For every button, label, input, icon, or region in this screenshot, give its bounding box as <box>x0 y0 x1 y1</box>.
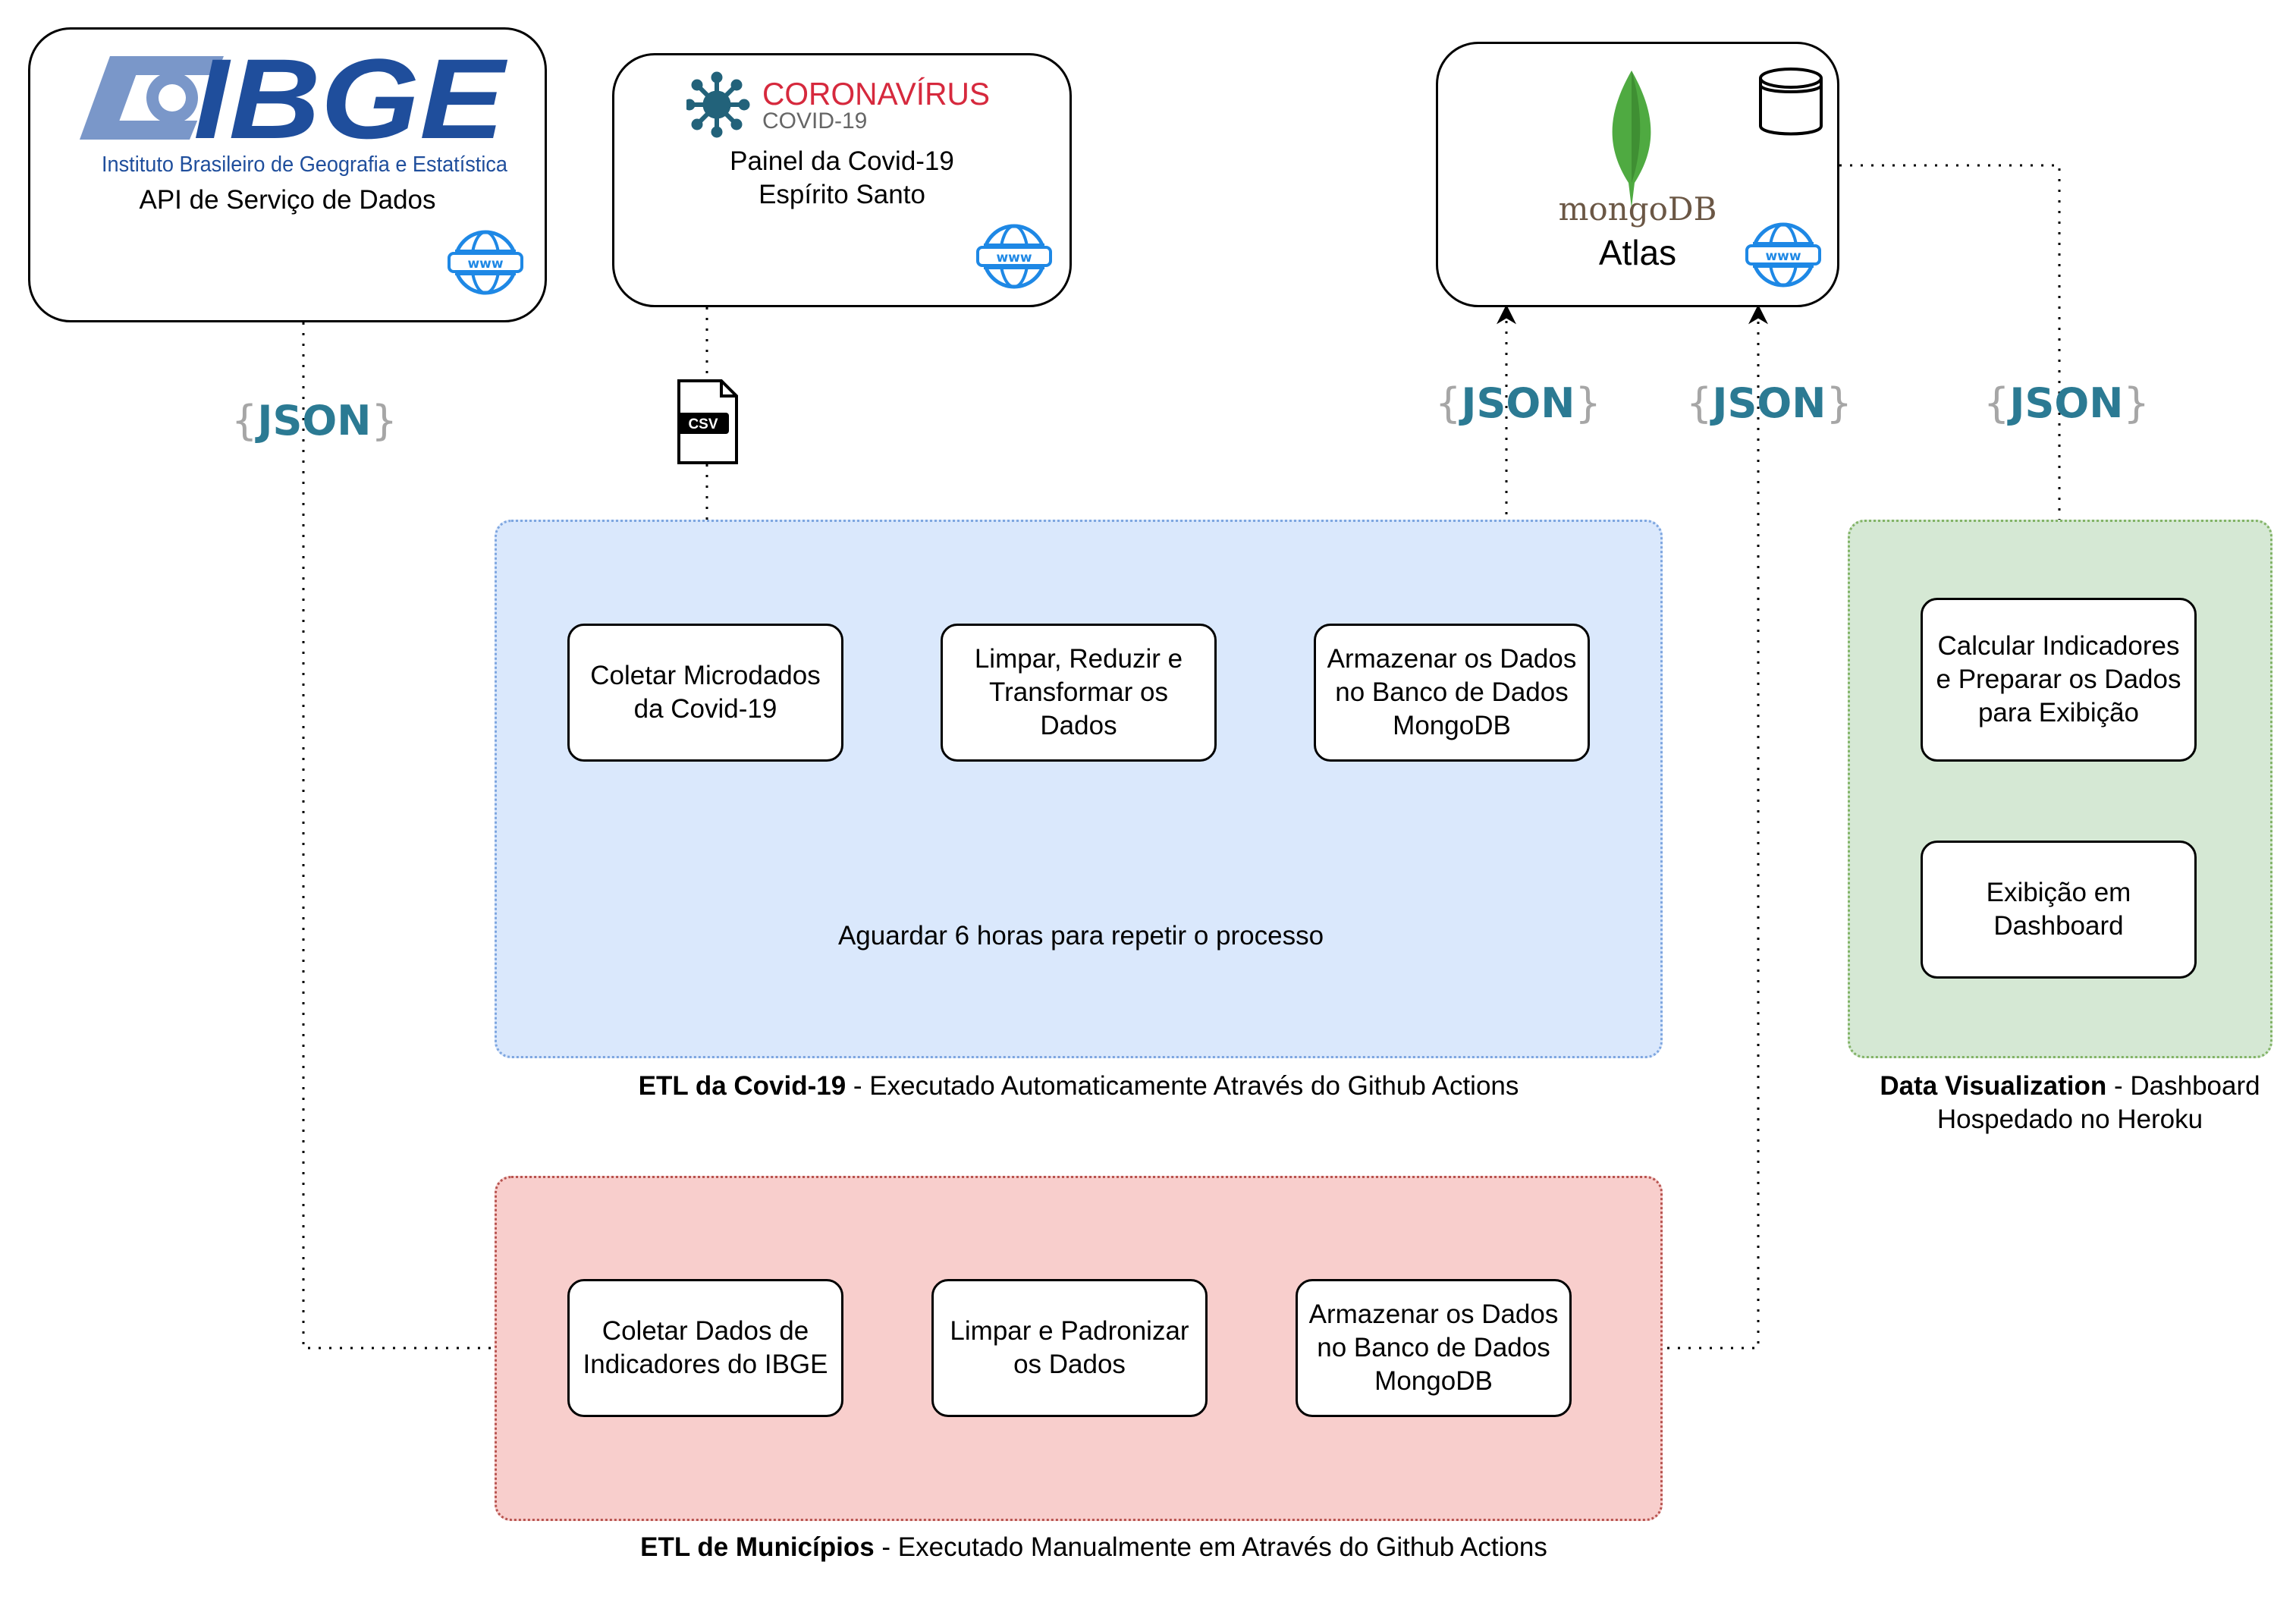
csv-file-icon: CSV <box>677 379 738 464</box>
json-label-municipios-store: {JSON} <box>1686 379 1852 427</box>
etl-covid-region <box>495 520 1663 1058</box>
json-label-dataviz: {JSON} <box>1983 379 2150 427</box>
json-label-covid-store: {JSON} <box>1435 379 1601 427</box>
mongodb-leaf-icon <box>1612 71 1651 208</box>
svg-text:Instituto Brasileiro de Geogra: Instituto Brasileiro de Geografia e Esta… <box>102 152 508 177</box>
www-globe-icon: www <box>976 224 1052 289</box>
covid-step-collect: Coletar Microdados da Covid-19 <box>567 624 843 762</box>
covid-panel-source-card: CORONAVÍRUS COVID-19 Painel da Covid-19 … <box>612 53 1072 307</box>
municipios-step-collect: Coletar Dados de Indicadores do IBGE <box>567 1279 843 1417</box>
municipios-step-store: Armazenar os Dados no Banco de Dados Mon… <box>1296 1279 1572 1417</box>
covid-panel-label: Painel da Covid-19 Espírito Santo <box>730 146 954 209</box>
svg-text:www: www <box>1765 249 1801 264</box>
covid-loop-label: Aguardar 6 horas para repetir o processo <box>837 921 1324 951</box>
dataviz-caption: Data Visualization - Dashboard Hospedado… <box>1880 1071 2260 1134</box>
www-globe-icon: www <box>1745 222 1821 288</box>
database-icon <box>1759 68 1823 136</box>
svg-text:CORONAVÍRUS: CORONAVÍRUS <box>762 76 990 112</box>
dataviz-step-calculate: Calcular Indicadores e Preparar os Dados… <box>1921 598 2197 762</box>
svg-text:www: www <box>996 250 1032 266</box>
mongodb-logo-text: mongoDB <box>1558 190 1717 228</box>
ibge-source-card: IBGE Instituto Brasileiro de Geografia e… <box>28 27 547 322</box>
etl-covid-caption: ETL da Covid-19 - Executado Automaticame… <box>638 1071 1519 1101</box>
ibge-logo: IBGE Instituto Brasileiro de Geografia e… <box>80 49 508 177</box>
municipios-step-clean: Limpar e Padronizar os Dados <box>931 1279 1208 1417</box>
mongodb-atlas-label: Atlas <box>1598 233 1677 272</box>
svg-text:CSV: CSV <box>688 416 718 432</box>
covid-step-clean: Limpar, Reduzir e Transformar os Dados <box>941 624 1217 762</box>
ibge-source-label: API de Serviço de Dados <box>139 185 436 215</box>
ibge-to-municipios-connector <box>302 322 565 1358</box>
svg-text:COVID-19: COVID-19 <box>762 108 867 134</box>
coronavirus-logo: CORONAVÍRUS COVID-19 <box>686 71 990 138</box>
etl-municipios-caption: ETL de Municípios - Executado Manualment… <box>640 1532 1547 1562</box>
dataviz-step-dashboard: Exibição em Dashboard <box>1921 841 2197 979</box>
svg-text:IBGE: IBGE <box>193 49 507 162</box>
json-label-ibge: {JSON} <box>231 397 397 445</box>
svg-text:www: www <box>467 256 503 272</box>
www-globe-icon: www <box>448 230 523 295</box>
covid-step-store: Armazenar os Dados no Banco de Dados Mon… <box>1314 624 1590 762</box>
mongodb-atlas-card: mongoDB Atlas www <box>1436 42 1839 307</box>
